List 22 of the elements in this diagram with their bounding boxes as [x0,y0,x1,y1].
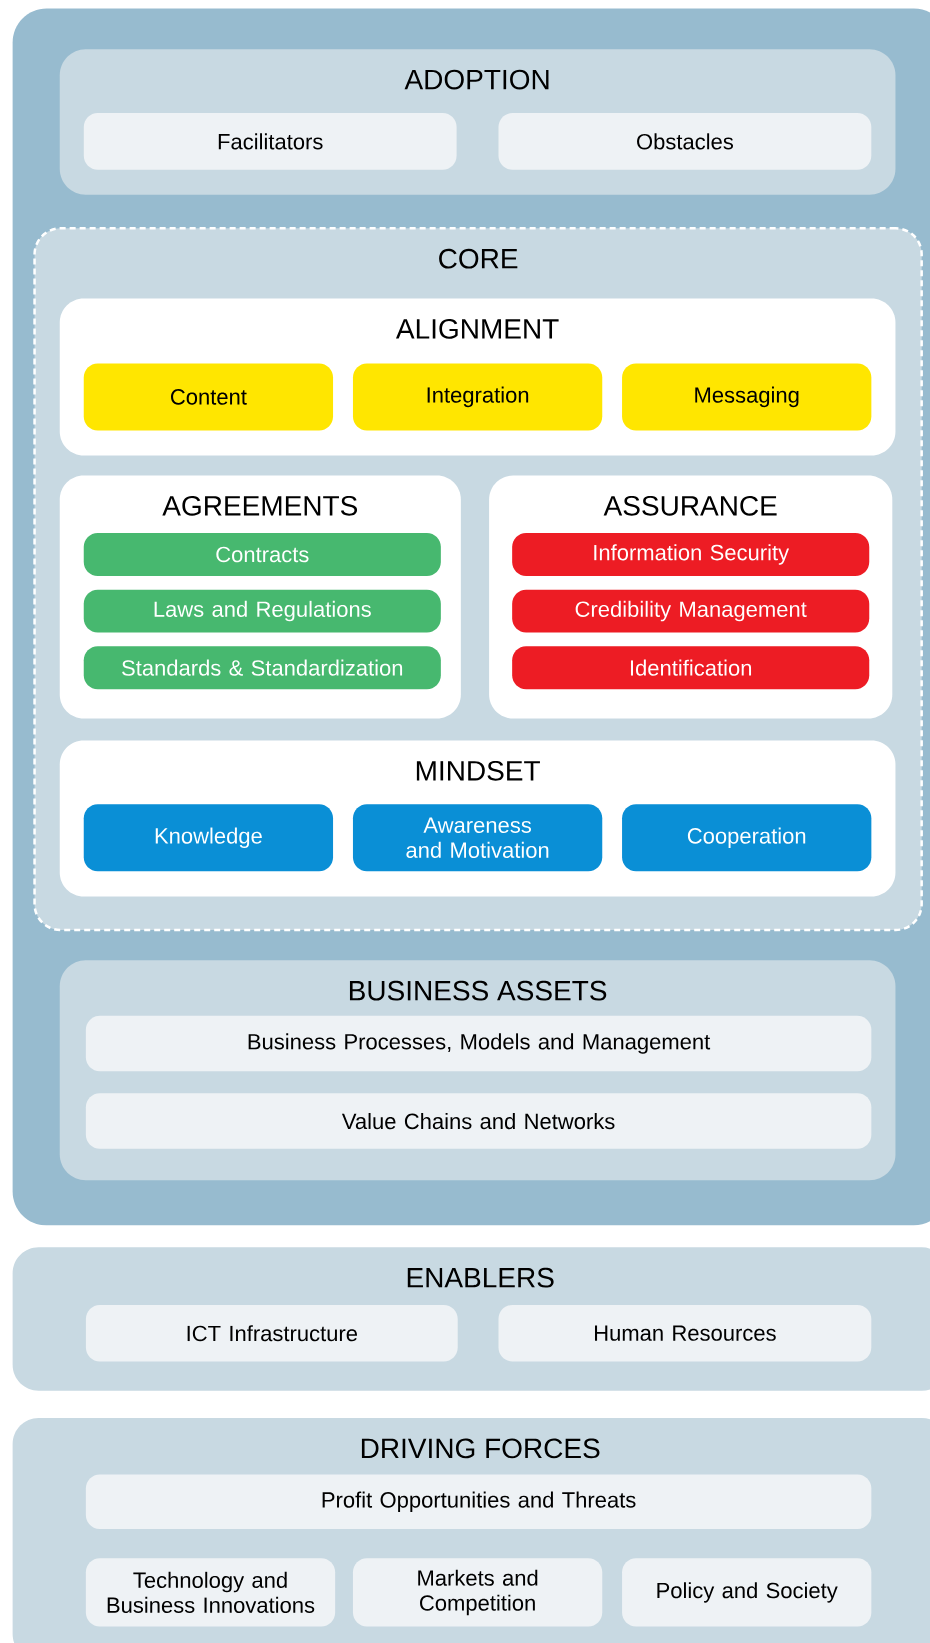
item-box: Cooperation [622,804,872,872]
item-box: Integration [352,363,603,431]
item-box: Credibility Management [512,589,870,633]
item-box: Profit Opportunities and Threats [85,1474,872,1530]
item-box: Knowledge [83,804,334,872]
item-box: Facilitators [83,113,457,170]
item-box: Markets and Competition [352,1558,603,1627]
item-box: Value Chains and Networks [85,1093,872,1149]
item-box: Identification [512,646,870,690]
item-box: Standards & Standardization [83,646,441,690]
item-box: Contracts [83,533,441,576]
item-box: Messaging [622,363,872,431]
item-box: Awareness and Motivation [352,804,603,872]
item-box: Human Resources [498,1304,872,1362]
item-box: Information Security [512,533,870,576]
item-box: Technology and Business Innovations [85,1558,336,1627]
item-box: Policy and Society [622,1558,872,1627]
item-box: Obstacles [498,113,872,170]
item-box: Business Processes, Models and Management [85,1015,872,1072]
item-box: Content [83,363,334,431]
item-box: ICT Infrastructure [85,1304,458,1362]
item-box: Laws and Regulations [83,589,441,633]
